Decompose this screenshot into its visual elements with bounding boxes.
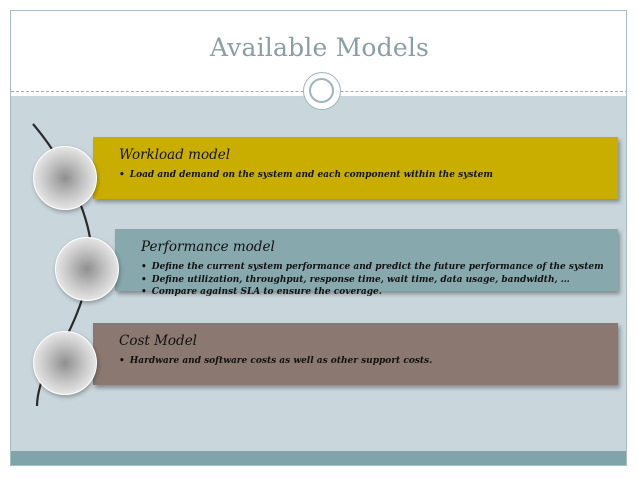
footer-band [11,451,626,465]
cost-model-box: Cost Model Hardware and software costs a… [93,323,618,385]
workload-model-title: Workload model [119,147,231,163]
bullet-item: Hardware and software costs as well as o… [119,355,433,368]
bullet-item: Compare against SLA to ensure the covera… [141,286,604,299]
performance-circle-icon [55,237,119,301]
bullet-item: Define utilization, throughput, response… [141,274,604,287]
slide-title: Available Models [209,33,430,62]
cost-circle-icon [33,331,97,395]
ornament-ring [309,78,334,103]
cost-model-bullets: Hardware and software costs as well as o… [119,355,433,368]
bullet-item: Load and demand on the system and each c… [119,169,493,182]
performance-model-title: Performance model [141,239,275,255]
performance-model-bullets: Define the current system performance an… [141,261,604,299]
workload-circle-icon [33,146,97,210]
bullet-item: Define the current system performance an… [141,261,604,274]
workload-model-box: Workload model Load and demand on the sy… [93,137,618,199]
workload-model-bullets: Load and demand on the system and each c… [119,169,493,182]
slide-frame: Available Models Workload model Load and… [10,10,627,466]
performance-model-box: Performance model Define the current sys… [115,229,618,297]
title-ornament-icon [303,72,341,110]
cost-model-title: Cost Model [119,333,198,349]
